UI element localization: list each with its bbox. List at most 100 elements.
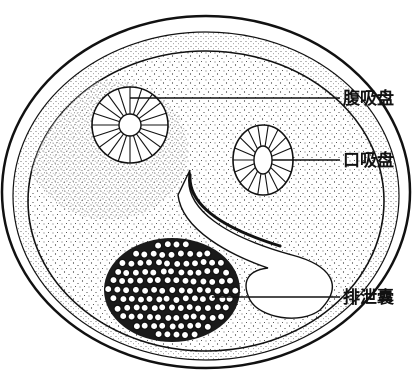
bladder-granule (119, 259, 126, 266)
bladder-granule (199, 296, 206, 303)
bladder-granule (183, 313, 190, 320)
bladder-granule (150, 269, 157, 276)
bladder-granule (114, 286, 121, 293)
bladder-granule (110, 277, 117, 284)
bladder-granule (159, 304, 166, 311)
bladder-granule (218, 278, 225, 285)
bladder-granule (174, 260, 181, 267)
bladder-granule (136, 277, 143, 284)
bladder-granule (218, 313, 225, 320)
bladder-granule (163, 260, 170, 267)
bladder-granule (199, 314, 206, 321)
bladder-granule (120, 296, 127, 303)
bladder-granule (156, 296, 163, 303)
bladder-granule (187, 269, 194, 276)
bladder-granule (146, 295, 153, 302)
bladder-granule (142, 287, 149, 294)
bladder-granule (195, 322, 202, 329)
bladder-granule (182, 277, 189, 284)
bladder-granule (178, 269, 185, 276)
bladder-granule (196, 251, 203, 258)
bladder-granule (141, 304, 148, 311)
bladder-granule (151, 305, 158, 312)
bladder-granule (137, 313, 144, 320)
bladder-granule (150, 250, 157, 257)
bladder-granule (232, 287, 239, 294)
bladder-granule (146, 313, 153, 320)
bladder-granule (119, 277, 126, 284)
bladder-granule (159, 287, 166, 294)
bladder-granule (114, 305, 121, 312)
bladder-granule (159, 322, 166, 329)
bladder-granule (128, 313, 135, 320)
bladder-granule (217, 259, 224, 266)
bladder-granule (110, 295, 117, 302)
bladder-granule (142, 268, 149, 275)
bladder-granule (128, 260, 135, 267)
bladder-granule (223, 269, 230, 276)
bladder-granule (159, 251, 166, 258)
bladder-granule (133, 250, 140, 257)
bladder-granule (200, 258, 207, 265)
bladder-granule (209, 294, 216, 301)
bladder-granule (168, 251, 175, 258)
bladder-granule (127, 277, 134, 284)
bladder-granule (209, 278, 216, 285)
bladder-granule (169, 286, 176, 293)
bladder-granule (141, 322, 148, 329)
bladder-granule (204, 287, 211, 294)
bladder-granule (226, 277, 233, 284)
bladder-granule (160, 268, 167, 275)
bladder-granule (195, 305, 202, 312)
bladder-granule (204, 305, 211, 312)
bladder-granule (155, 259, 162, 266)
bladder-granule (182, 295, 189, 302)
bladder-granule (167, 268, 174, 275)
bladder-granule (164, 331, 171, 338)
bladder-granule (187, 250, 194, 257)
bladder-granule (181, 331, 188, 338)
label-ventral-sucker: 腹吸盘 (343, 88, 394, 109)
bladder-granule (214, 304, 221, 311)
bladder-granule (169, 323, 176, 330)
bladder-granule (115, 268, 122, 275)
bladder-granule (178, 287, 185, 294)
bladder-granule (173, 331, 180, 338)
bladder-granule (226, 295, 233, 302)
bladder-granule (154, 314, 161, 321)
bladder-granule (186, 287, 193, 294)
bladder-granule (123, 269, 130, 276)
bladder-granule (183, 260, 190, 267)
bladder-granule (147, 277, 154, 284)
bladder-granule (196, 286, 203, 293)
bladder-granule (191, 331, 198, 338)
bladder-granule (191, 260, 198, 267)
bladder-granule (120, 313, 127, 320)
bladder-granule (133, 304, 140, 311)
bladder-granule (190, 278, 197, 285)
bladder-granule (200, 278, 207, 285)
bladder-granule (151, 323, 158, 330)
bladder-granule (133, 323, 140, 330)
bladder-granule (154, 276, 161, 283)
bladder-granule (173, 296, 180, 303)
bladder-granule (164, 277, 171, 284)
bladder-granule (105, 286, 112, 293)
bladder-granule (155, 331, 162, 338)
bladder-granule (209, 259, 216, 266)
bladder-granule (186, 304, 193, 311)
bladder-granule (165, 314, 172, 321)
bladder-granule (141, 251, 148, 258)
bladder-granule (204, 250, 211, 257)
bladder-granule (190, 313, 197, 320)
bladder-granule (213, 267, 220, 274)
bladder-granule (177, 250, 184, 257)
bladder-granule (178, 323, 185, 330)
bladder-granule (155, 242, 162, 249)
bladder-granule (137, 296, 144, 303)
label-excretory-bladder: 排泄囊 (343, 287, 394, 308)
bladder-granule (204, 268, 211, 275)
bladder-granule (173, 314, 180, 321)
bladder-granule (187, 322, 194, 329)
bladder-granule (214, 287, 221, 294)
